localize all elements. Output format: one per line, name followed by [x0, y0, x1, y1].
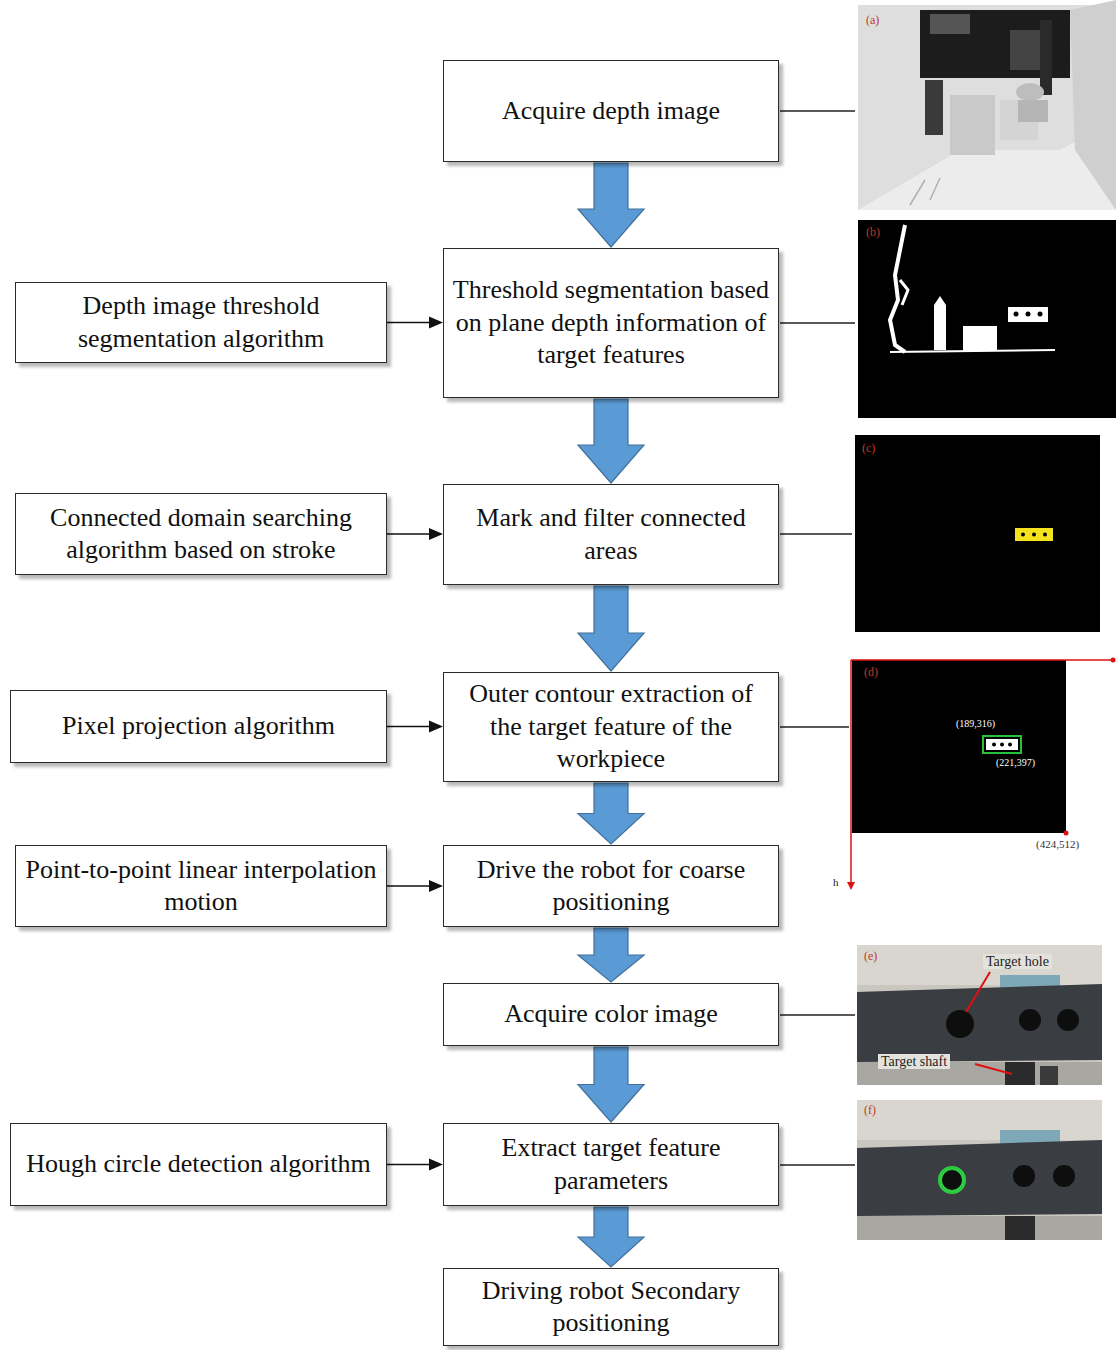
- arrow-head: [429, 721, 443, 733]
- process-box: Drive the robot for coarse positioning: [443, 845, 779, 927]
- box-text: Mark and filter connected areas: [452, 502, 770, 567]
- box-text: Connected domain searching algorithm bas…: [24, 502, 378, 567]
- arrow-line: [387, 533, 432, 535]
- box-text: Threshold segmentation based on plane de…: [452, 274, 770, 372]
- box-text: Depth image threshold segmentation algor…: [24, 290, 378, 355]
- panel-letter: (a): [866, 14, 879, 27]
- box-text: Driving robot Secondary positioning: [452, 1275, 770, 1340]
- panel-letter: (f): [864, 1104, 876, 1117]
- side-arrow: [387, 721, 443, 733]
- process-box: Acquire depth image: [443, 60, 779, 162]
- method-box: Point-to-point linear interpolation moti…: [15, 845, 387, 927]
- flow-arrow: [578, 1207, 644, 1267]
- pixel-coordinate: (221,397): [996, 757, 1035, 768]
- callout-label: Target hole: [983, 954, 1052, 969]
- arrow-head: [429, 880, 443, 892]
- pixel-coordinate: (189,316): [956, 718, 995, 729]
- threshold-image: [858, 220, 1116, 418]
- panel-letter: (c): [862, 442, 875, 455]
- arrow-head: [429, 528, 443, 540]
- leader-lines: [780, 111, 855, 1165]
- flow-arrow: [578, 783, 644, 844]
- flow-arrow: [578, 586, 644, 671]
- box-text: Point-to-point linear interpolation moti…: [24, 854, 378, 919]
- flow-arrow: [578, 163, 644, 247]
- side-arrow: [387, 1159, 443, 1171]
- process-box: Extract target feature parameters: [443, 1123, 779, 1206]
- pixel-coordinate: (424,512): [1036, 838, 1079, 850]
- method-box: Depth image threshold segmentation algor…: [15, 282, 387, 363]
- flow-arrow: [578, 1047, 644, 1122]
- box-text: Acquire color image: [504, 998, 718, 1031]
- process-box: Outer contour extraction of the target f…: [443, 672, 779, 782]
- color-image: [857, 945, 1102, 1085]
- box-text: Pixel projection algorithm: [62, 710, 335, 743]
- method-box: Hough circle detection algorithm: [10, 1123, 387, 1206]
- arrow-head: [429, 1159, 443, 1171]
- connected-area-image: [855, 435, 1100, 632]
- box-text: Extract target feature parameters: [452, 1132, 770, 1197]
- arrow-line: [387, 885, 432, 887]
- box-text: Drive the robot for coarse positioning: [452, 854, 770, 919]
- box-text: Outer contour extraction of the target f…: [452, 678, 770, 776]
- arrow-head: [429, 317, 443, 329]
- callout-label: Target shaft: [878, 1054, 950, 1069]
- flow-arrow: [578, 928, 644, 982]
- detection-image: [857, 1100, 1102, 1240]
- flow-arrow: [578, 399, 644, 483]
- method-box: Pixel projection algorithm: [10, 690, 387, 763]
- axis-letter: h: [833, 876, 839, 888]
- method-box: Connected domain searching algorithm bas…: [15, 493, 387, 575]
- process-box: Threshold segmentation based on plane de…: [443, 248, 779, 398]
- panel-letter: (b): [866, 226, 880, 239]
- arrow-line: [387, 726, 432, 728]
- process-box: Mark and filter connected areas: [443, 484, 779, 585]
- box-text: Acquire depth image: [502, 95, 720, 128]
- depth-image: [858, 0, 1116, 210]
- process-box: Driving robot Secondary positioning: [443, 1268, 779, 1346]
- side-arrow: [387, 317, 443, 329]
- side-arrow: [387, 880, 443, 892]
- process-box: Acquire color image: [443, 983, 779, 1046]
- side-arrow: [387, 528, 443, 540]
- arrow-line: [387, 1164, 432, 1166]
- panel-letter: (e): [864, 950, 877, 963]
- arrow-line: [387, 322, 432, 324]
- box-text: Hough circle detection algorithm: [26, 1148, 370, 1181]
- panel-letter: (d): [864, 666, 878, 679]
- contour-image: [847, 658, 1116, 891]
